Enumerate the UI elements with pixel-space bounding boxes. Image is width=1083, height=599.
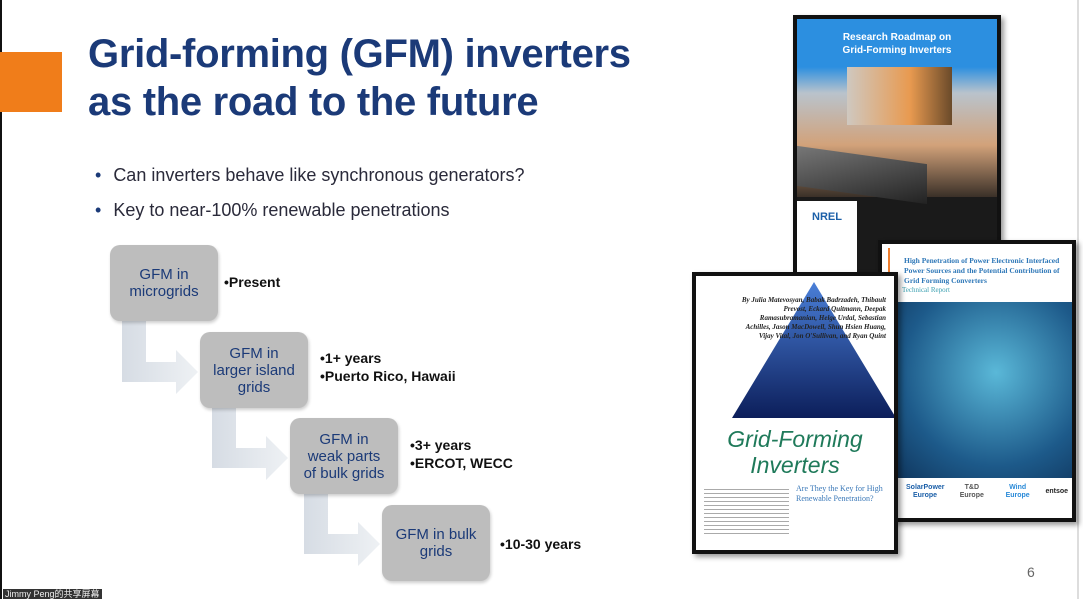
box-text: grids [237, 378, 271, 396]
box-text: microgrids [129, 283, 199, 300]
logo-text: T&D Europe [959, 484, 984, 499]
bullet-item: •Can inverters behave like synchronous g… [95, 165, 525, 185]
bullet-list: •Can inverters behave like synchronous g… [95, 163, 525, 233]
technical-report-cover: High Penetration of Power Electronic Int… [878, 240, 1076, 522]
step-note: •1+ years •Puerto Rico, Hawaii [320, 349, 456, 385]
box-text: weak parts [307, 447, 381, 465]
arrow-1 [122, 320, 198, 394]
page-number: 6 [1027, 564, 1035, 580]
box-text: GFM in bulk [395, 526, 477, 543]
window-edge-right [1077, 0, 1079, 599]
doc-title: Inverters [750, 452, 840, 478]
box-text: larger island [213, 361, 295, 379]
logo-text: Wind Europe [1005, 484, 1030, 499]
nrel-header: Research Roadmap on Grid-Forming Inverter… [797, 19, 997, 67]
doc-authors: By Julia Matevosyan, Babak Badrzadeh, Th… [741, 296, 886, 340]
logo-text: entsoe [1045, 488, 1068, 495]
box-text: GFM in [319, 430, 369, 448]
bullet-text: Can inverters behave like synchronous ge… [113, 165, 525, 185]
magazine-article: By Julia Matevosyan, Babak Badrzadeh, Th… [692, 272, 898, 554]
title-line-2: as the road to the future [88, 80, 539, 124]
doc-title: Research Roadmap on [842, 32, 952, 43]
screen-share-label: Jimmy Peng的共享屏幕 [3, 589, 102, 599]
arrow-3 [304, 492, 380, 566]
doc-title: Grid-Forming Inverters [842, 45, 952, 56]
note-line: •Puerto Rico, Hawaii [320, 368, 456, 384]
slide-title: Grid-forming (GFM) inverters as the road… [88, 30, 631, 126]
note-line: •3+ years [410, 437, 472, 453]
step-note: •Present [224, 274, 281, 290]
bullet-text: Key to near-100% renewable penetrations [113, 200, 450, 220]
doc-subtitle: Technical Report [902, 286, 950, 294]
title-line-1: Grid-forming (GFM) inverters [88, 32, 631, 76]
key-triangle-image [732, 282, 894, 418]
doc-subtitle: Are They the Key for High Renewable Pene… [796, 484, 883, 503]
partner-logos: SolarPower Europe T&D Europe Wind Europe… [882, 484, 1072, 500]
note-line: •1+ years [320, 350, 382, 366]
box-text: GFM in [139, 266, 189, 283]
logo-text: SolarPower Europe [906, 484, 945, 499]
flow-arrows [122, 320, 380, 566]
body-text [704, 486, 789, 536]
step-note: •3+ years •ERCOT, WECC [410, 436, 513, 472]
box-text: GFM in [229, 344, 279, 362]
box-text: of bulk grids [303, 464, 385, 482]
nrel-roadmap-cover: Research Roadmap on Grid-Forming Inverter… [793, 15, 1001, 277]
window-edge [0, 0, 2, 599]
nrel-logo: NREL [797, 201, 857, 273]
arrow-2 [212, 406, 288, 480]
doc-title: Grid-Forming [727, 426, 863, 452]
orange-accent [0, 52, 62, 112]
bullet-item: •Key to near-100% renewable penetrations [95, 200, 450, 220]
step-note: •10-30 years [500, 536, 582, 552]
note-line: •ERCOT, WECC [410, 455, 513, 471]
doc-title: High Penetration of Power Electronic Int… [888, 248, 1072, 286]
solar-photo [797, 67, 997, 205]
box-text: grids [419, 543, 453, 560]
turbine-image [882, 302, 1072, 478]
